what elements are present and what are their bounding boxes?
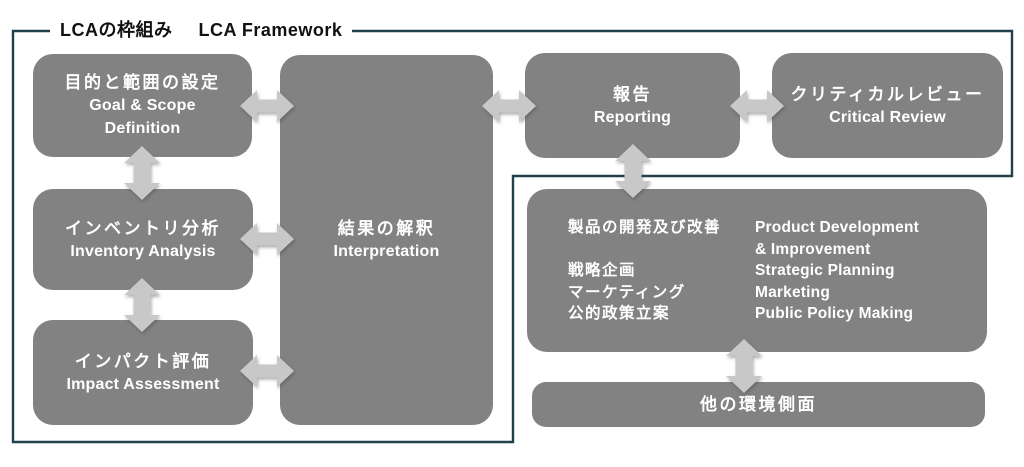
framework-title: LCAの枠組み LCA Framework (50, 19, 353, 42)
applications-labels-en: Product Development & Improvement Strate… (755, 219, 919, 322)
critical-review-label-jp: クリティカルレビュー (790, 84, 985, 104)
box-direct-applications: 製品の開発及び改善 戦略企画 マーケティング 公的政策立案 Product De… (527, 189, 987, 352)
critical-review-label-en: Critical Review (829, 108, 946, 126)
box-reporting: 報告 Reporting (525, 53, 740, 158)
inventory-label-jp: インベントリ分析 (65, 218, 221, 238)
impact-label-en: Impact Assessment (66, 375, 220, 393)
goal-scope-label-en: Goal & Scope Definition (89, 97, 196, 137)
reporting-label-jp: 報告 (613, 84, 652, 104)
box-inventory-analysis: インベントリ分析 Inventory Analysis (33, 189, 253, 290)
box-impact-assessment: インパクト評価 Impact Assessment (33, 320, 253, 425)
interpretation-label-en: Interpretation (333, 243, 440, 260)
framework-title-en: LCA Framework (198, 20, 343, 40)
impact-label-jp: インパクト評価 (74, 351, 212, 371)
interpretation-label-jp: 結果の解釈 (337, 219, 436, 238)
other-aspects-label-jp: 他の環境側面 (700, 395, 817, 414)
reporting-label-en: Reporting (593, 108, 672, 126)
box-other-environmental-aspects: 他の環境側面 (532, 382, 985, 427)
goal-scope-label-jp: 目的と範囲の設定 (64, 73, 221, 92)
applications-labels-jp: 製品の開発及び改善 戦略企画 マーケティング 公的政策立案 (568, 219, 722, 322)
box-interpretation: 結果の解釈 Interpretation (280, 55, 493, 425)
framework-title-jp: LCAの枠組み (60, 20, 173, 40)
inventory-label-en: Inventory Analysis (70, 242, 216, 260)
box-goal-scope-definition: 目的と範囲の設定 Goal & Scope Definition (33, 54, 252, 157)
box-critical-review: クリティカルレビュー Critical Review (772, 53, 1003, 158)
